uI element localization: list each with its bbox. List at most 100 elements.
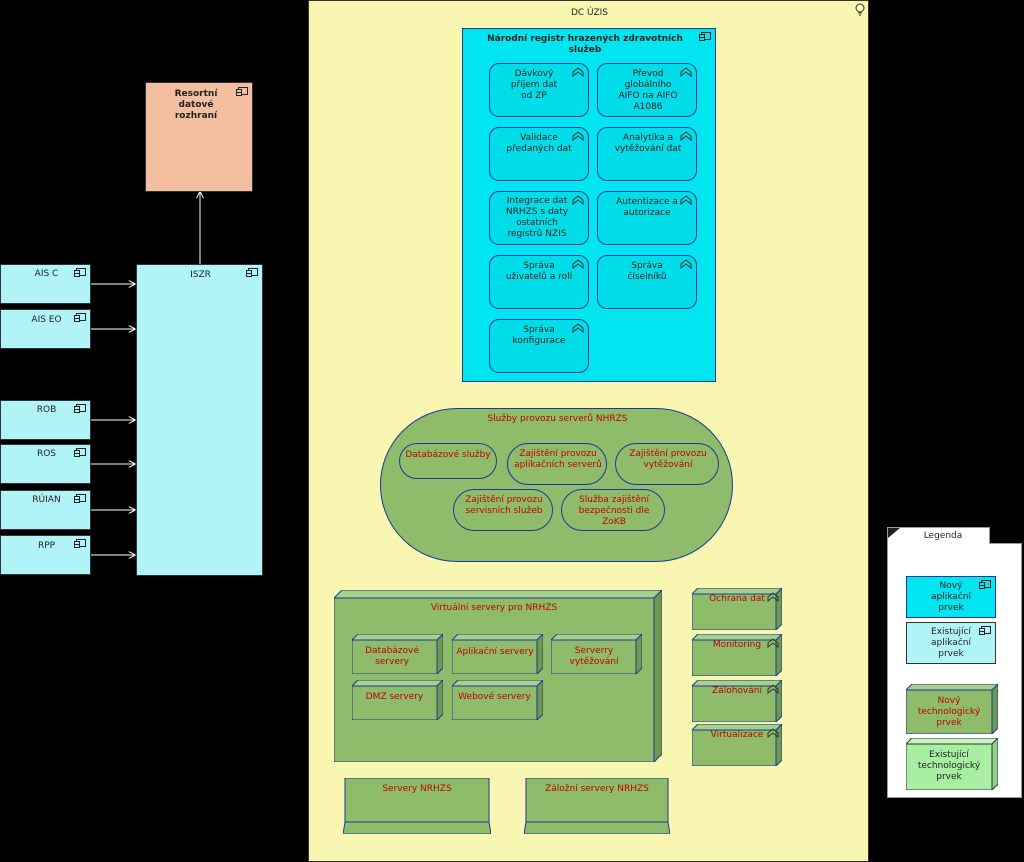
function-label: Správa číselníků bbox=[627, 261, 667, 282]
function-sprava-konfigurace[interactable]: Správa konfigurace bbox=[489, 319, 589, 373]
nrhzs-title: Národní registr hrazených zdravotních sl… bbox=[487, 34, 683, 55]
virtualni-servery[interactable]: Virtuální servery pro NRHZS bbox=[334, 590, 662, 762]
node-ochrana-dat[interactable]: Ochrana dat bbox=[692, 588, 782, 630]
node-label: Aplikační servery bbox=[456, 647, 534, 657]
system-ais-c[interactable]: AIS C bbox=[0, 264, 91, 304]
node-aplikacni-servery[interactable]: Aplikační servery bbox=[452, 634, 543, 674]
sluzba-label: Zajištění provozu vytěžování bbox=[629, 449, 707, 470]
component-icon bbox=[74, 448, 86, 457]
node-dmz-servery[interactable]: DMZ servery bbox=[352, 680, 443, 720]
legend-label: Existující aplikační prvek bbox=[931, 627, 971, 659]
device-zalozni-servery[interactable]: Záložní servery NRHZS bbox=[524, 778, 670, 834]
node-monitoring[interactable]: Monitoring bbox=[692, 634, 782, 676]
function-icon bbox=[572, 131, 584, 141]
legend-tab: Legenda bbox=[887, 527, 990, 544]
node-webove-servery[interactable]: Webové servery bbox=[452, 680, 543, 720]
node-shape bbox=[452, 680, 543, 720]
function-prevod-aifo[interactable]: Převod globálního AIFO na AIFO A1086 bbox=[597, 63, 697, 117]
legend-label: Nový aplikační prvek bbox=[931, 581, 971, 613]
legend-existing-tech: Existující technologický prvek bbox=[906, 738, 998, 790]
function-sprava-ciselniku[interactable]: Správa číselníků bbox=[597, 255, 697, 309]
component-icon bbox=[979, 580, 991, 589]
function-analytika[interactable]: Analytika a vytěžování dat bbox=[597, 127, 697, 181]
function-sprava-uzivatelu[interactable]: Správa uživatelů a rolí bbox=[489, 255, 589, 309]
node-shape bbox=[352, 634, 443, 674]
component-icon bbox=[979, 626, 991, 635]
iszr[interactable]: ISZR bbox=[136, 264, 263, 576]
device-shape bbox=[343, 778, 491, 834]
function-label: Integrace dat NRHZS s daty ostatních reg… bbox=[505, 196, 569, 239]
sluzby-title: Služby provozu serverů NHRZS bbox=[487, 414, 628, 424]
node-shape bbox=[452, 634, 543, 674]
node-serverry-vytezovani[interactable]: Serverry vytěžování bbox=[551, 634, 642, 674]
component-icon bbox=[236, 87, 248, 96]
system-ais-eo[interactable]: AIS EO bbox=[0, 309, 91, 349]
node-label: Serverry vytěžování bbox=[569, 646, 619, 667]
iszr-title: ISZR bbox=[190, 270, 211, 280]
virtual-title: Virtuální servery pro NRHZS bbox=[430, 603, 558, 613]
system-label: RPP bbox=[37, 541, 56, 551]
node-label: Monitoring bbox=[712, 640, 762, 650]
legend-corner bbox=[888, 528, 900, 538]
function-autentizace[interactable]: Autentizace a autorizace bbox=[597, 191, 697, 245]
function-validace[interactable]: Validace předaných dat bbox=[489, 127, 589, 181]
resortni-title: Resortní datové rozhraní bbox=[174, 89, 218, 121]
lightbulb-icon bbox=[855, 3, 865, 16]
node-shape bbox=[692, 634, 782, 676]
function-label: Dávkový příjem dat od ZP bbox=[510, 69, 558, 101]
sluzba-label: Služba zajištění bezpečnosti dle ZoKB bbox=[578, 495, 650, 527]
node-shape bbox=[692, 680, 782, 722]
function-icon bbox=[767, 638, 779, 648]
system-rpp[interactable]: RPP bbox=[0, 535, 91, 575]
function-label: Správa uživatelů a rolí bbox=[505, 261, 573, 282]
legend-panel[interactable]: Legenda Nový aplikační prvek Existující … bbox=[887, 527, 1022, 798]
node-zalohovani[interactable]: Zálohování bbox=[692, 680, 782, 722]
sluzba-aplikacnich[interactable]: Zajištění provozu aplikačních serverů bbox=[507, 443, 607, 485]
function-label: Validace předaných dat bbox=[506, 133, 572, 154]
function-integrace[interactable]: Integrace dat NRHZS s daty ostatních reg… bbox=[489, 191, 589, 245]
legend-existing-app: Existující aplikační prvek bbox=[906, 622, 996, 664]
node-label: Virtualizace bbox=[710, 730, 764, 740]
sluzba-servisnich[interactable]: Zajištění provozu servisních služeb bbox=[453, 489, 553, 531]
device-servery-nrhzs[interactable]: Servery NRHZS bbox=[343, 778, 491, 834]
system-label: ROS bbox=[36, 449, 57, 459]
component-icon bbox=[699, 32, 711, 41]
function-icon bbox=[767, 592, 779, 602]
function-davkovy-prijem[interactable]: Dávkový příjem dat od ZP bbox=[489, 63, 589, 117]
component-icon bbox=[74, 404, 86, 413]
legend-new-app: Nový aplikační prvek bbox=[906, 576, 996, 618]
node-label: Webové servery bbox=[458, 692, 531, 702]
node-shape bbox=[352, 680, 443, 720]
function-icon bbox=[572, 259, 584, 269]
device-label: Servery NRHZS bbox=[382, 784, 452, 794]
component-icon bbox=[74, 313, 86, 322]
function-icon bbox=[680, 195, 692, 205]
node-shape bbox=[551, 634, 642, 674]
component-icon bbox=[74, 268, 86, 277]
system-rob[interactable]: ROB bbox=[0, 400, 91, 440]
nrhzs-component[interactable]: Národní registr hrazených zdravotních sl… bbox=[462, 28, 716, 382]
device-shape bbox=[524, 778, 670, 834]
sluzba-vytezovani[interactable]: Zajištění provozu vytěžování bbox=[615, 443, 719, 485]
node-databazove-servery[interactable]: Databázové servery bbox=[352, 634, 443, 674]
system-label: AIS C bbox=[34, 269, 59, 279]
component-icon bbox=[74, 494, 86, 503]
legend-title: Legenda bbox=[923, 531, 963, 541]
system-ros[interactable]: ROS bbox=[0, 444, 91, 484]
node-label: Ochrana dat bbox=[709, 594, 765, 604]
function-icon bbox=[680, 67, 692, 77]
system-label: RÚIAN bbox=[32, 495, 61, 505]
legend-label: Existující technologický prvek bbox=[917, 750, 981, 782]
system-ruian[interactable]: RÚIAN bbox=[0, 490, 91, 530]
sluzby-provozu[interactable]: Služby provozu serverů NHRZS Databázové … bbox=[380, 408, 733, 562]
system-label: ROB bbox=[36, 405, 57, 415]
sluzba-bezpecnosti[interactable]: Služba zajištění bezpečnosti dle ZoKB bbox=[561, 489, 665, 531]
sluzba-label: Databázové služby bbox=[405, 450, 491, 460]
sluzba-databazove[interactable]: Databázové služby bbox=[399, 443, 497, 479]
system-label: AIS EO bbox=[31, 315, 62, 325]
resortni-datove-rozhrani[interactable]: Resortní datové rozhraní bbox=[145, 82, 253, 192]
node-label: Databázové servery bbox=[365, 646, 419, 667]
sluzba-label: Zajištění provozu servisních služeb bbox=[465, 495, 543, 516]
function-label: Převod globálního AIFO na AIFO A1086 bbox=[618, 69, 678, 112]
node-virtualizace[interactable]: Virtualizace bbox=[692, 724, 782, 766]
